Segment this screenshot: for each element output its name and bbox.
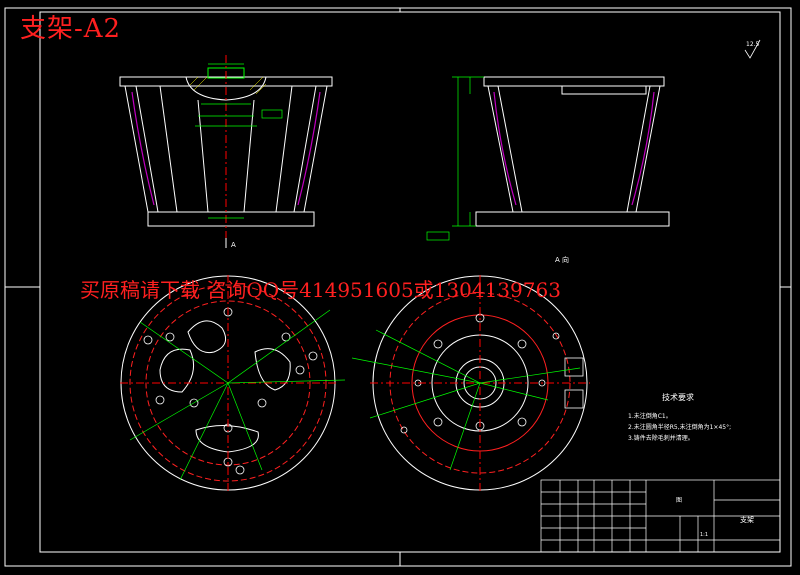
plan-left-leaders [129,309,346,481]
watermark-banner: 买原稿请下载 咨询QQ号414951605或1304139763 [80,278,561,302]
svg-text:2.未注圆角半径R5,未注倒角为1×45°;: 2.未注圆角半径R5,未注倒角为1×45°; [628,423,731,431]
side-dimensions [426,76,484,241]
plan-view-right [351,275,590,491]
view-label: A 向 [555,255,569,264]
section-arrow: A [225,238,236,249]
overlay-title: 支架-A2 [20,14,122,44]
title-block [540,479,781,553]
inner-frame [39,11,781,553]
roughness-symbol: 12.5 [744,39,761,59]
bolt-holes [143,307,318,475]
titleblock-name: 支架 [740,515,754,524]
svg-text:12.5: 12.5 [746,41,760,48]
svg-text:A: A [231,241,236,249]
svg-text:技术要求: 技术要求 [662,392,694,402]
profile-curves [131,91,321,206]
frame-ticks [5,8,791,566]
svg-text:1.未注倒角C1。: 1.未注倒角C1。 [628,412,672,420]
titleblock-drawing-label: 图 [676,497,682,504]
hatch [189,76,267,95]
side-view [426,76,670,241]
front-dimensions [195,63,283,219]
svg-text:3.铸件去除毛刺并清理。: 3.铸件去除毛刺并清理。 [628,434,694,442]
tech-requirements: 技术要求 1.未注倒角C1。 2.未注圆角半径R5,未注倒角为1×45°; 3.… [628,392,731,442]
titleblock-scale: 1:1 [700,532,708,538]
plan-right-leaders [351,329,581,471]
plan-view-left [120,275,346,491]
front-section-view: A [119,55,333,249]
